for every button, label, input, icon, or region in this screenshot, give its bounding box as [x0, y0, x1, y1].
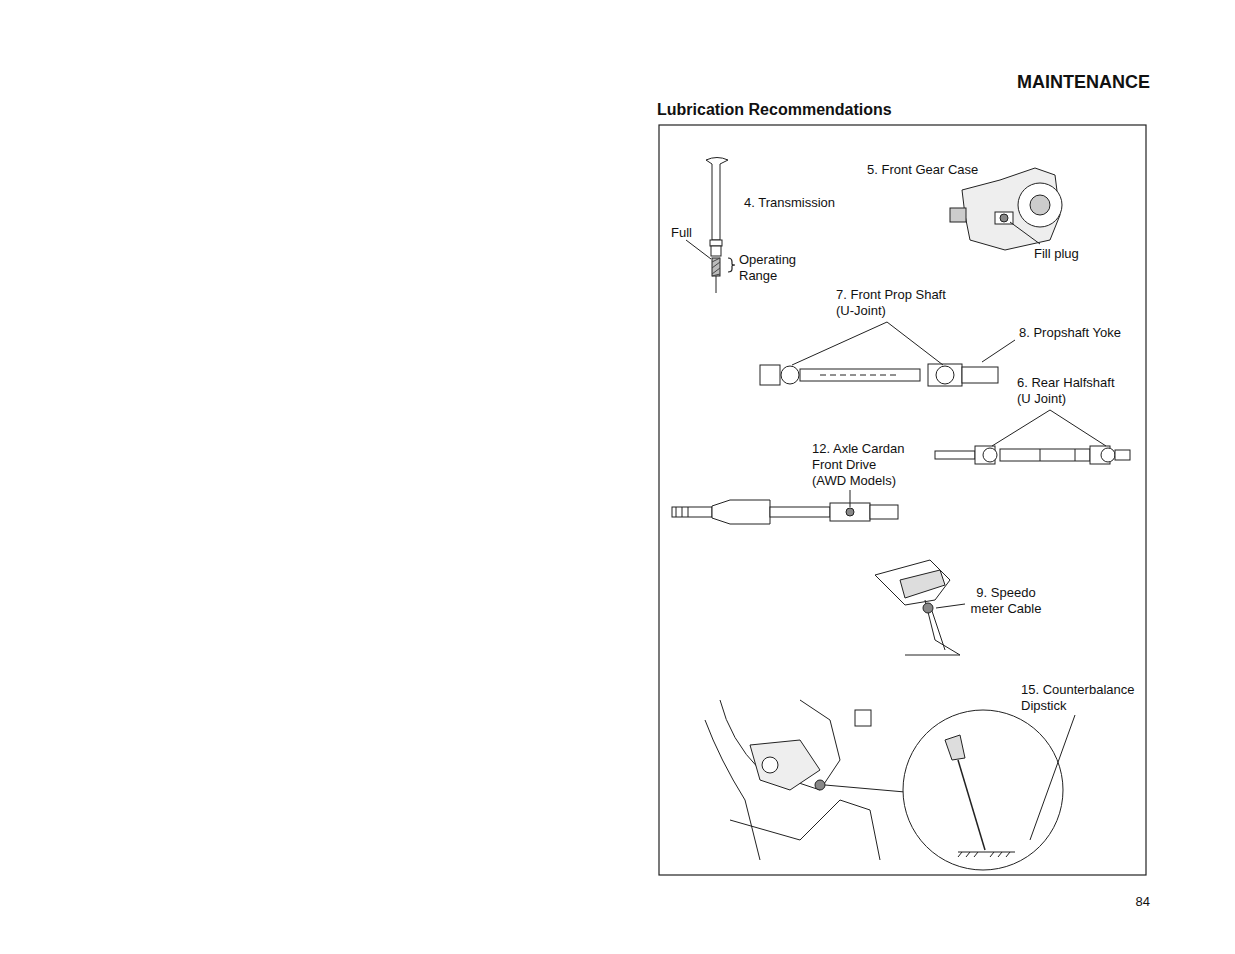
- part-label: Operating Range: [739, 252, 805, 284]
- part-label: 7. Front Prop Shaft (U-Joint): [836, 287, 961, 319]
- part-label: 9. Speedo meter Cable: [964, 585, 1048, 617]
- gear-case-figure: [950, 168, 1062, 250]
- part-label: 4. Transmission: [744, 195, 864, 211]
- halfshaft-figure: [935, 410, 1130, 464]
- axle-cardan-figure: [672, 490, 898, 524]
- dipstick-figure: [686, 158, 735, 294]
- speedometer-figure: [875, 560, 965, 655]
- prop-shaft-figure: [760, 322, 1015, 386]
- part-label: Fill plug: [1034, 246, 1114, 262]
- part-label: 5. Front Gear Case: [867, 162, 1007, 178]
- part-label: 12. Axle Cardan Front Drive (AWD Models): [812, 441, 911, 489]
- part-label: Full: [671, 225, 711, 241]
- section-heading: Lubrication Recommendations: [657, 102, 892, 118]
- part-label: 8. Propshaft Yoke: [1019, 325, 1144, 341]
- page-header: MAINTENANCE: [950, 74, 1150, 90]
- page-number: 84: [1110, 894, 1150, 910]
- part-label: 6. Rear Halfshaft (U Joint): [1017, 375, 1129, 407]
- engine-figure: [705, 700, 1075, 870]
- part-label: 15. Counterbalance Dipstick: [1021, 682, 1145, 714]
- frame: [659, 125, 1146, 875]
